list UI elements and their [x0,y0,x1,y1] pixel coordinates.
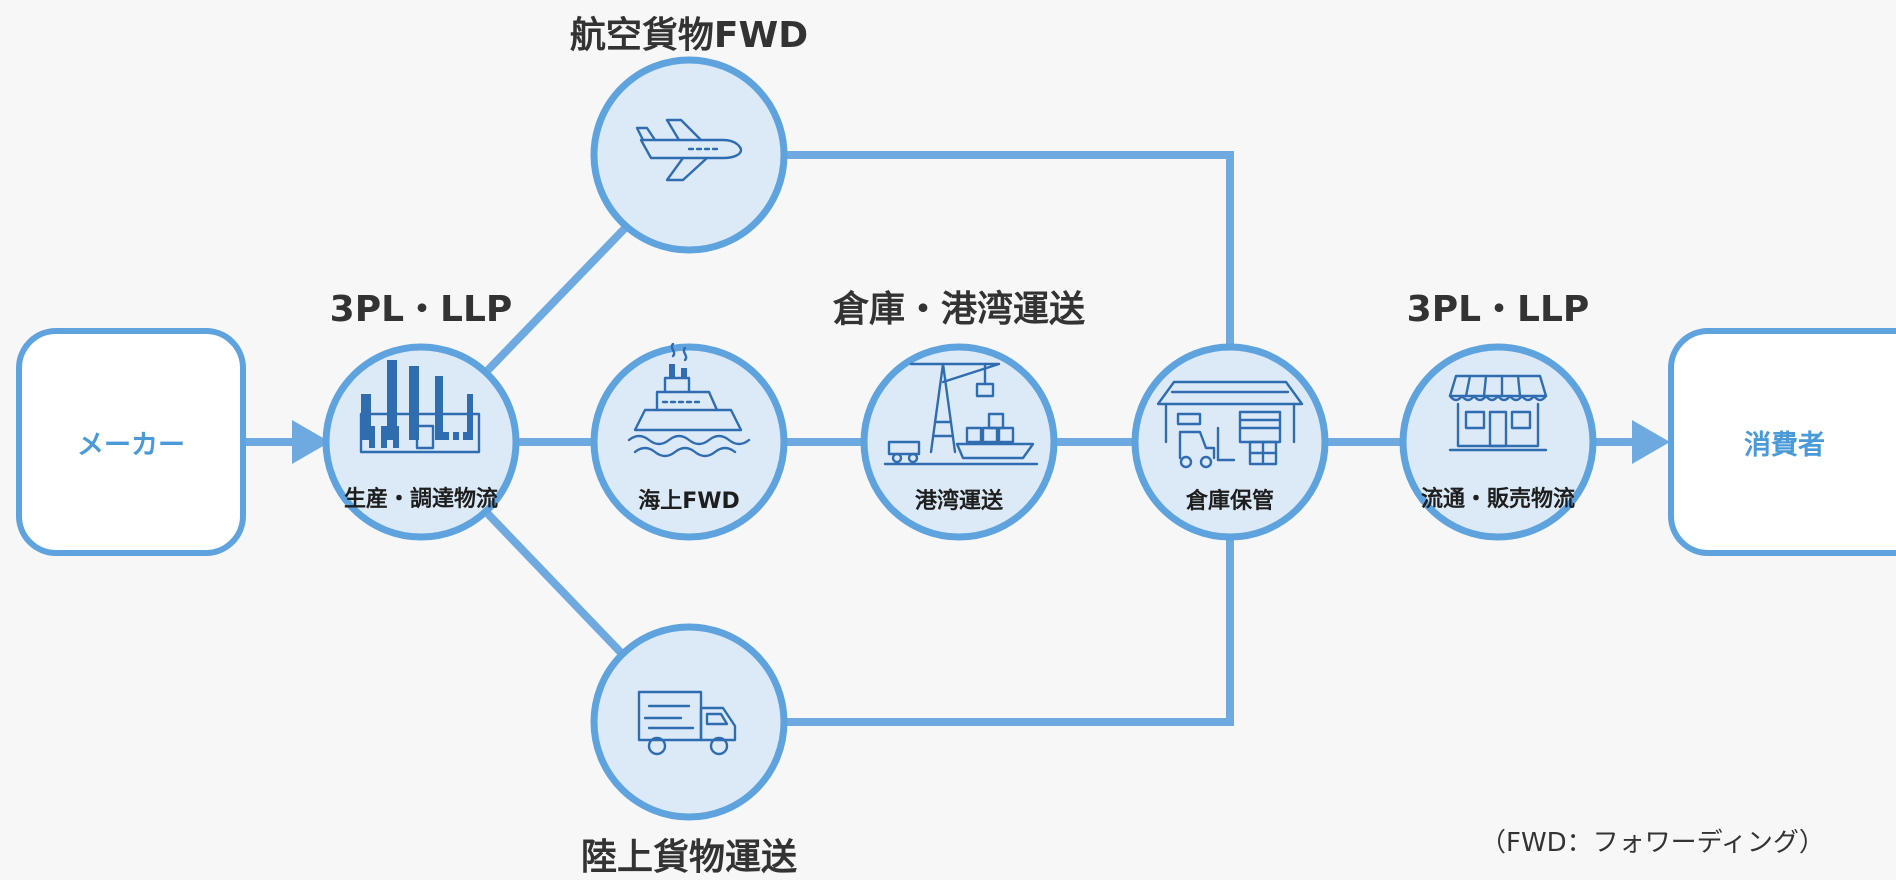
heading-air: 航空貨物FWD [569,15,809,56]
consumer-box: 消費者 [1668,328,1896,556]
heading-center: 倉庫・港湾運送 [832,289,1085,330]
node-sea-label: 海上FWD [638,489,740,514]
maker-label: メーカー [77,429,185,461]
node-land-circle [590,623,788,821]
consumer-label: 消費者 [1744,429,1825,461]
connector-production-land [485,511,631,663]
node-warehouse-circle [1131,343,1329,541]
connector-land-warehouse [784,538,1234,726]
node-warehouse-label: 倉庫保管 [1185,489,1274,514]
arrow-head-right [1632,420,1670,464]
footnote: （FWD：フォワーディング） [1480,828,1825,858]
store-icon [1448,374,1548,452]
truck-icon [637,690,737,756]
node-port-label: 港湾運送 [914,489,1003,514]
arrow-head-left [292,420,330,464]
connectors [246,151,1670,726]
airplane-icon [635,118,743,182]
node-circles [322,56,1597,821]
factory-icon [359,360,481,454]
ship-icon [627,342,751,458]
node-air-circle [590,56,788,254]
node-retail-label: 流通・販売物流 [1420,487,1575,512]
connector-production-air [485,222,631,373]
heading-right-3pl: 3PL・LLP [1406,289,1590,330]
connector-air-warehouse [784,151,1234,346]
warehouse-icon [1156,380,1304,469]
node-production-label: 生産・調達物流 [343,487,498,512]
node-port-circle [860,343,1058,541]
heading-land: 陸上貨物運送 [580,837,797,878]
maker-box: メーカー [16,328,246,556]
node-sea-circle [590,343,788,541]
heading-left-3pl: 3PL・LLP [329,289,513,330]
port-crane-icon [883,362,1039,466]
